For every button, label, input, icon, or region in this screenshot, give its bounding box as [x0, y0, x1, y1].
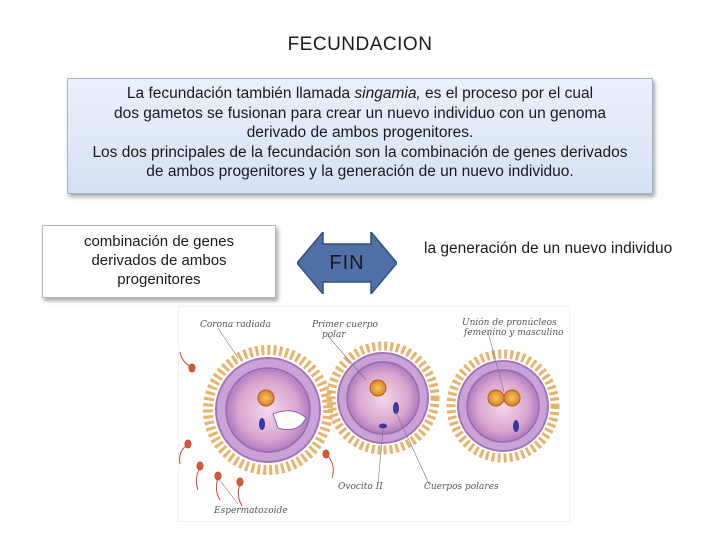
fertilization-diagram — [177, 305, 571, 523]
sperm-cells — [179, 351, 334, 507]
singamia-term: singamia, — [354, 85, 421, 102]
intro-text-box: La fecundación también llamada singamia,… — [67, 78, 653, 194]
ovocyte-cell-2 — [326, 341, 440, 455]
intro-line-1: La fecundación también llamada singamia,… — [126, 85, 594, 102]
fertilization-illustration: Corona radiada Primer cuerpo polar Unión… — [177, 305, 571, 523]
intro-line-3: derivado de ambos progenitores. — [246, 124, 474, 141]
new-individual-text: la generación de un nuevo individuo — [424, 240, 673, 257]
intro-line-2: dos gametos se fusionan para crear un nu… — [113, 104, 607, 122]
label-espermatozoide: Espermatozoide — [214, 506, 288, 516]
genes-combination-box: combinación de genes derivados de ambos … — [42, 225, 276, 298]
intro-line-5: de ambos progenitores y la generación de… — [146, 163, 574, 180]
page-title: FECUNDACION — [287, 34, 433, 55]
intro-line-4: Los dos principales de la fecundación so… — [92, 143, 628, 161]
ovocyte-cell-3 — [446, 349, 560, 463]
arrow-label: FIN — [329, 251, 365, 274]
label-primer-cuerpo: Primer cuerpo — [312, 320, 378, 330]
double-arrow-icon — [297, 232, 397, 294]
ovocyte-cell-1 — [203, 345, 333, 475]
label-leader-lines — [217, 327, 505, 505]
label-cuerpos-polares: Cuerpos polares — [424, 482, 499, 492]
label-corona-radiada: Corona radiada — [200, 320, 271, 330]
label-ovocito: Ovocito II — [338, 482, 383, 492]
label-polar: polar — [322, 330, 346, 340]
label-union-1: Unión de pronúcleos — [462, 318, 557, 328]
label-union-2: femenino y masculino — [464, 328, 564, 338]
double-arrow-shape — [297, 232, 397, 294]
